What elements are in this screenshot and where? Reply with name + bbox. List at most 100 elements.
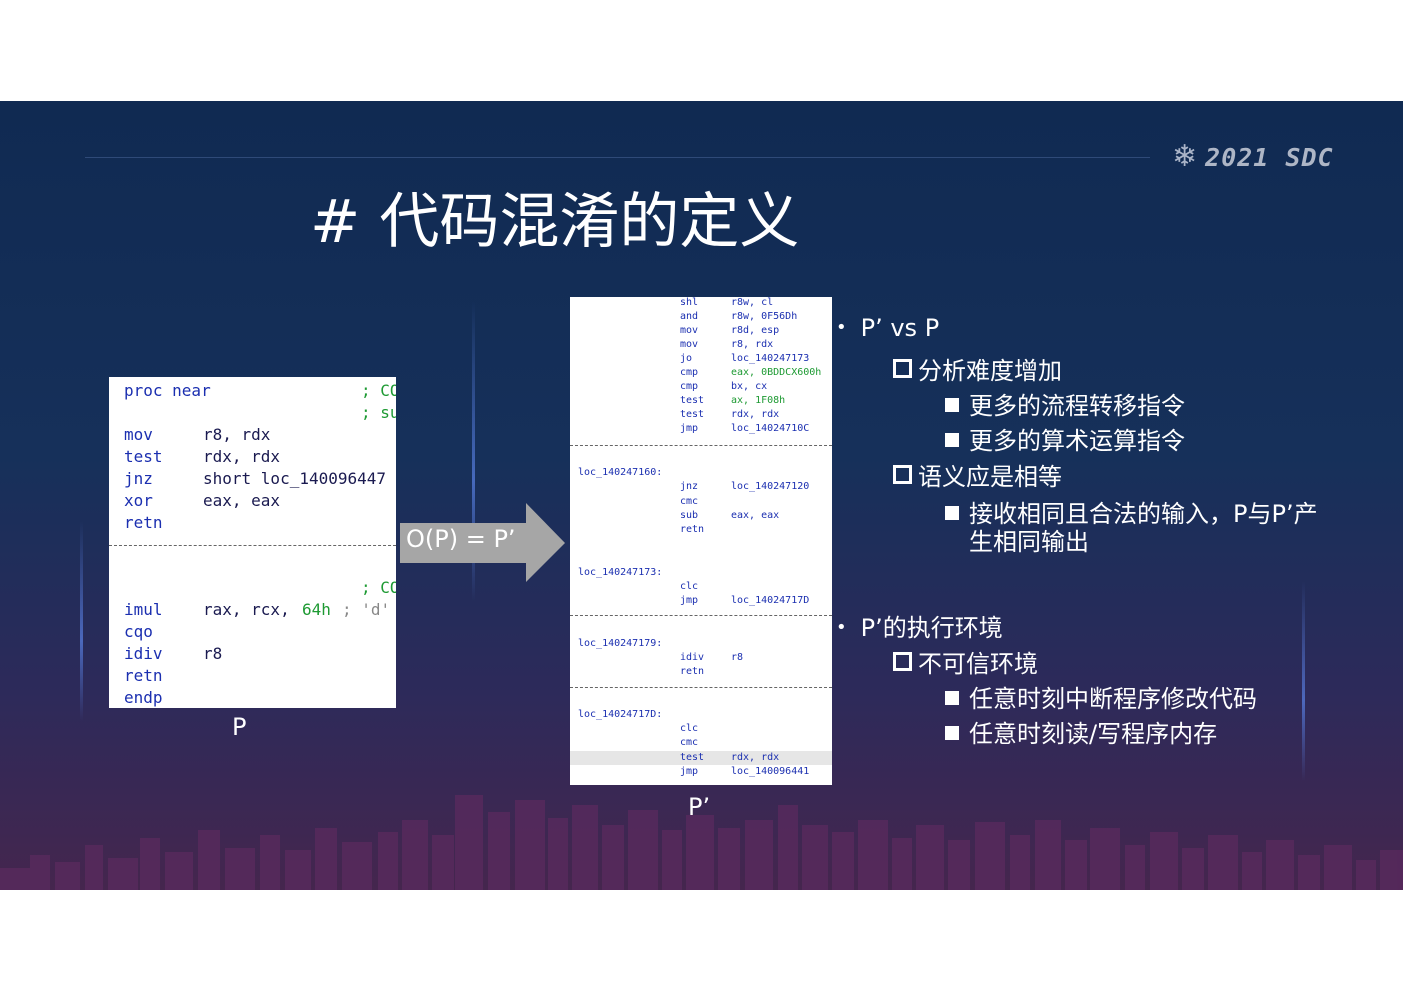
transform-label: O(P) = P’ xyxy=(406,525,516,553)
code-arg: rdx, rdx xyxy=(731,752,780,763)
code-arg: loc_14024710C xyxy=(731,423,810,434)
code-arg: r8, rdx xyxy=(203,425,271,444)
code-op: imul xyxy=(124,600,163,619)
hollow-square-icon xyxy=(893,652,912,671)
bullet-heading: •P’ vs P xyxy=(836,314,940,342)
code-arg: r8w, cl xyxy=(731,297,774,308)
code-op: test xyxy=(680,752,705,763)
code-op: retn xyxy=(680,524,705,535)
bullet-dot-icon: • xyxy=(836,317,847,338)
code-arg: eax, 0BDDCX600h xyxy=(731,367,822,378)
code-op: cmp xyxy=(680,367,699,378)
code-arg: r8w, 0F56Dh xyxy=(731,311,798,322)
filled-square-icon xyxy=(945,506,959,520)
bullet-item: 任意时刻中断程序修改代码 xyxy=(945,679,1257,714)
city-skyline xyxy=(0,795,1403,890)
bullet-heading: •P’的执行环境 xyxy=(836,614,1003,642)
code-arg: r8 xyxy=(731,652,744,663)
bullet-dot-icon: • xyxy=(836,617,847,638)
code-arg: bx, cx xyxy=(731,381,768,392)
code-label: loc_140247179: xyxy=(578,638,663,649)
transform-arrow-icon xyxy=(400,503,565,582)
code-arg: eax, eax xyxy=(203,491,281,510)
code-op: cmp xyxy=(680,381,699,392)
code-op: clc xyxy=(680,581,699,592)
code-arg: loc_140247120 xyxy=(731,481,810,492)
code-op: endp xyxy=(124,688,163,707)
header-divider xyxy=(85,157,1150,158)
hollow-square-icon xyxy=(893,359,912,378)
code-label: loc_140247160: xyxy=(578,467,663,478)
code-op: idiv xyxy=(124,644,163,663)
slide: ❄ 2021 SDC # 代码混淆的定义 proc near ; CO ; su… xyxy=(0,101,1403,890)
filled-square-icon xyxy=(945,433,959,447)
code-op: jo xyxy=(680,353,693,364)
bullet-item: 更多的算术运算指令 xyxy=(945,421,1185,456)
caption-p-prime: P’ xyxy=(688,793,711,821)
code-comment: ; CO xyxy=(361,381,396,400)
code-op: jmp xyxy=(680,595,699,606)
code-line: proc near xyxy=(124,381,211,400)
code-arg: rdx, rdx xyxy=(731,409,780,420)
logo-text: 2021 SDC xyxy=(1205,142,1334,172)
code-op: idiv xyxy=(680,652,705,663)
code-arg: loc_140096441 xyxy=(731,766,810,777)
code-arg: loc_140247173 xyxy=(731,353,810,364)
code-op: jmp xyxy=(680,766,699,777)
code-op: test xyxy=(680,395,705,406)
code-op: sub xyxy=(680,510,699,521)
code-number: 64h xyxy=(302,600,331,619)
code-op: mov xyxy=(680,325,699,336)
code-op: jnz xyxy=(680,481,699,492)
filled-square-icon xyxy=(945,691,959,705)
bullet-sub: 不可信环境 xyxy=(893,644,1038,679)
code-op: retn xyxy=(124,513,163,532)
filled-square-icon xyxy=(945,726,959,740)
hollow-square-icon xyxy=(893,465,912,484)
code-op: jnz xyxy=(124,469,153,488)
code-arg: r8d, esp xyxy=(731,325,780,336)
code-op: test xyxy=(124,447,163,466)
code-op: jmp xyxy=(680,423,699,434)
code-op: clc xyxy=(680,723,699,734)
code-op: xor xyxy=(124,491,153,510)
code-arg: r8 xyxy=(203,644,223,663)
code-op: cmc xyxy=(680,496,699,507)
snowflake-icon: ❄ xyxy=(1172,139,1198,174)
code-arg: eax, eax xyxy=(731,510,780,521)
page-title: # 代码混淆的定义 xyxy=(310,187,800,257)
code-separator xyxy=(570,615,832,616)
code-arg: rax, rcx, xyxy=(203,600,290,619)
code-op: test xyxy=(680,409,705,420)
code-arg: loc_14024717D xyxy=(731,595,810,606)
code-op: mov xyxy=(680,339,699,350)
code-separator xyxy=(109,545,396,546)
code-op: shl xyxy=(680,297,699,308)
code-panel-original: proc near ; CO ; su mov r8, rdx test rdx… xyxy=(109,377,396,708)
bullet-item-continuation: 生相同输出 xyxy=(969,528,1089,556)
light-beam xyxy=(472,301,475,601)
code-arg: short loc_140096447 xyxy=(203,469,387,488)
code-panel-obfuscated: shl r8w, cl and r8w, 0F56Dh mov r8d, esp… xyxy=(570,297,832,785)
code-op: retn xyxy=(124,666,163,685)
code-op: and xyxy=(680,311,699,322)
bullet-item: 接收相同且合法的输入，P与P’产 xyxy=(945,494,1318,529)
code-op: cmc xyxy=(680,737,699,748)
sdc-logo: ❄ 2021 SDC xyxy=(1172,141,1334,173)
light-beam xyxy=(1302,581,1305,781)
code-separator xyxy=(570,687,832,688)
code-op: mov xyxy=(124,425,153,444)
highlight-row xyxy=(570,751,832,765)
caption-p: P xyxy=(232,713,247,741)
bullet-sub: 分析难度增加 xyxy=(893,351,1062,386)
code-comment: ; 'd' xyxy=(342,600,391,619)
bullet-sub: 语义应是相等 xyxy=(893,457,1062,492)
code-arg: ax, 1F08h xyxy=(731,395,786,406)
code-comment: ; CO xyxy=(361,578,396,597)
filled-square-icon xyxy=(945,398,959,412)
bullet-item: 更多的流程转移指令 xyxy=(945,386,1185,421)
code-arg: r8, rdx xyxy=(731,339,774,350)
code-arg: rdx, rdx xyxy=(203,447,281,466)
code-op: retn xyxy=(680,666,705,677)
code-comment: ; su xyxy=(361,403,396,422)
